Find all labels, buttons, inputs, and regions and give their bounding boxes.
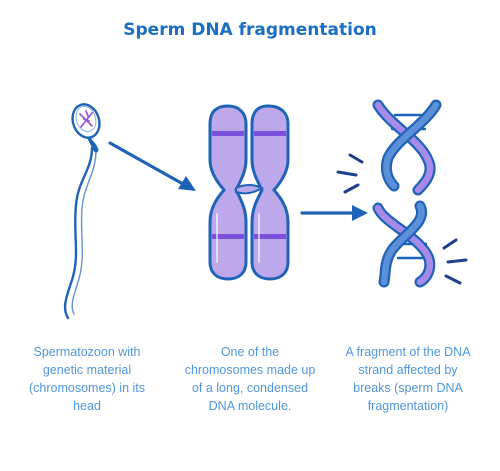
break-marks (336, 153, 468, 285)
caption-spermatozoon: Spermatozoon with genetic material (chro… (29, 345, 145, 413)
caption-dna-fragment: A fragment of the DNA strand affected by… (345, 345, 471, 413)
caption-chromosome: One of the chromosomes made up of a long… (184, 345, 316, 413)
chromosome-bands (212, 131, 286, 239)
spermatozoon-icon (63, 103, 101, 320)
broken-dna-helix-icon (336, 99, 468, 288)
chromosome-icon (208, 104, 290, 281)
diagram-title: Sperm DNA fragmentation (123, 20, 377, 40)
arrow-right-icon (108, 141, 196, 191)
arrow-right-icon (300, 205, 368, 221)
sperm-chromosomes-icon (79, 110, 93, 128)
